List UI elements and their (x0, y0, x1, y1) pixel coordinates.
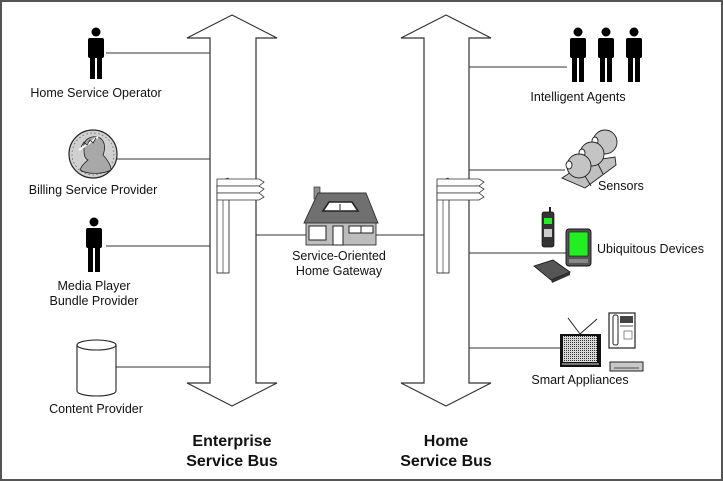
home-bus-label-line-2: Service Bus (400, 453, 492, 470)
node-smart-appliances: Smart Appliances (531, 312, 644, 387)
database-cylinder-icon (76, 339, 117, 397)
media-player-bundle-provider-label-line-1: Media Player (58, 279, 131, 293)
person-icon (88, 27, 104, 79)
billing-service-provider-label: Billing Service Provider (29, 183, 158, 197)
node-service-oriented-home-gateway: Service-Oriented Home Gateway (292, 186, 386, 278)
phone-icon (608, 312, 636, 349)
smart-appliances-label: Smart Appliances (531, 373, 628, 387)
camera-sensors-icon (561, 129, 618, 189)
home-service-operator-label: Home Service Operator (30, 86, 161, 100)
tv-appliances-icon (560, 312, 644, 372)
node-content-provider: Content Provider (49, 339, 143, 416)
tv-icon (560, 317, 601, 367)
home-service-bus: Home Service Bus (400, 14, 492, 470)
ubiquitous-devices-label: Ubiquitous Devices (597, 242, 704, 256)
node-billing-service-provider: Billing Service Provider (29, 129, 158, 197)
house-icon (303, 186, 379, 246)
enterprise-bus-arrow (186, 14, 278, 407)
home-signpost-icon (436, 177, 485, 274)
intelligent-agents-label: Intelligent Agents (530, 90, 625, 104)
home-bus-label-line-1: Home (424, 433, 469, 450)
node-ubiquitous-devices: Ubiquitous Devices (533, 207, 704, 283)
node-sensors: Sensors (561, 129, 644, 193)
enterprise-service-bus: Enterprise Service Bus (186, 14, 278, 470)
mobile-devices-icon (533, 207, 592, 283)
media-player-bundle-provider-label-line-2: Bundle Provider (50, 294, 139, 308)
enterprise-bus-label-line-2: Service Bus (186, 453, 278, 470)
gateway-label-line-2: Home Gateway (296, 264, 383, 278)
enterprise-bus-label-line-1: Enterprise (192, 433, 271, 450)
pda-icon (565, 228, 592, 267)
laptop-icon (533, 259, 571, 283)
connector-lines (106, 52, 568, 368)
cell-phone-icon (541, 207, 555, 248)
node-intelligent-agents: Intelligent Agents (530, 27, 642, 104)
coin-icon (68, 129, 118, 179)
content-provider-label: Content Provider (49, 402, 143, 416)
node-home-service-operator: Home Service Operator (30, 27, 162, 100)
node-media-player-bundle-provider: Media Player Bundle Provider (50, 217, 139, 308)
people-group-icon (570, 27, 642, 82)
sensors-label: Sensors (598, 179, 644, 193)
person-icon (86, 217, 102, 272)
gateway-label-line-1: Service-Oriented (292, 249, 386, 263)
enterprise-signpost-icon (216, 177, 265, 274)
vcr-icon (609, 361, 644, 372)
